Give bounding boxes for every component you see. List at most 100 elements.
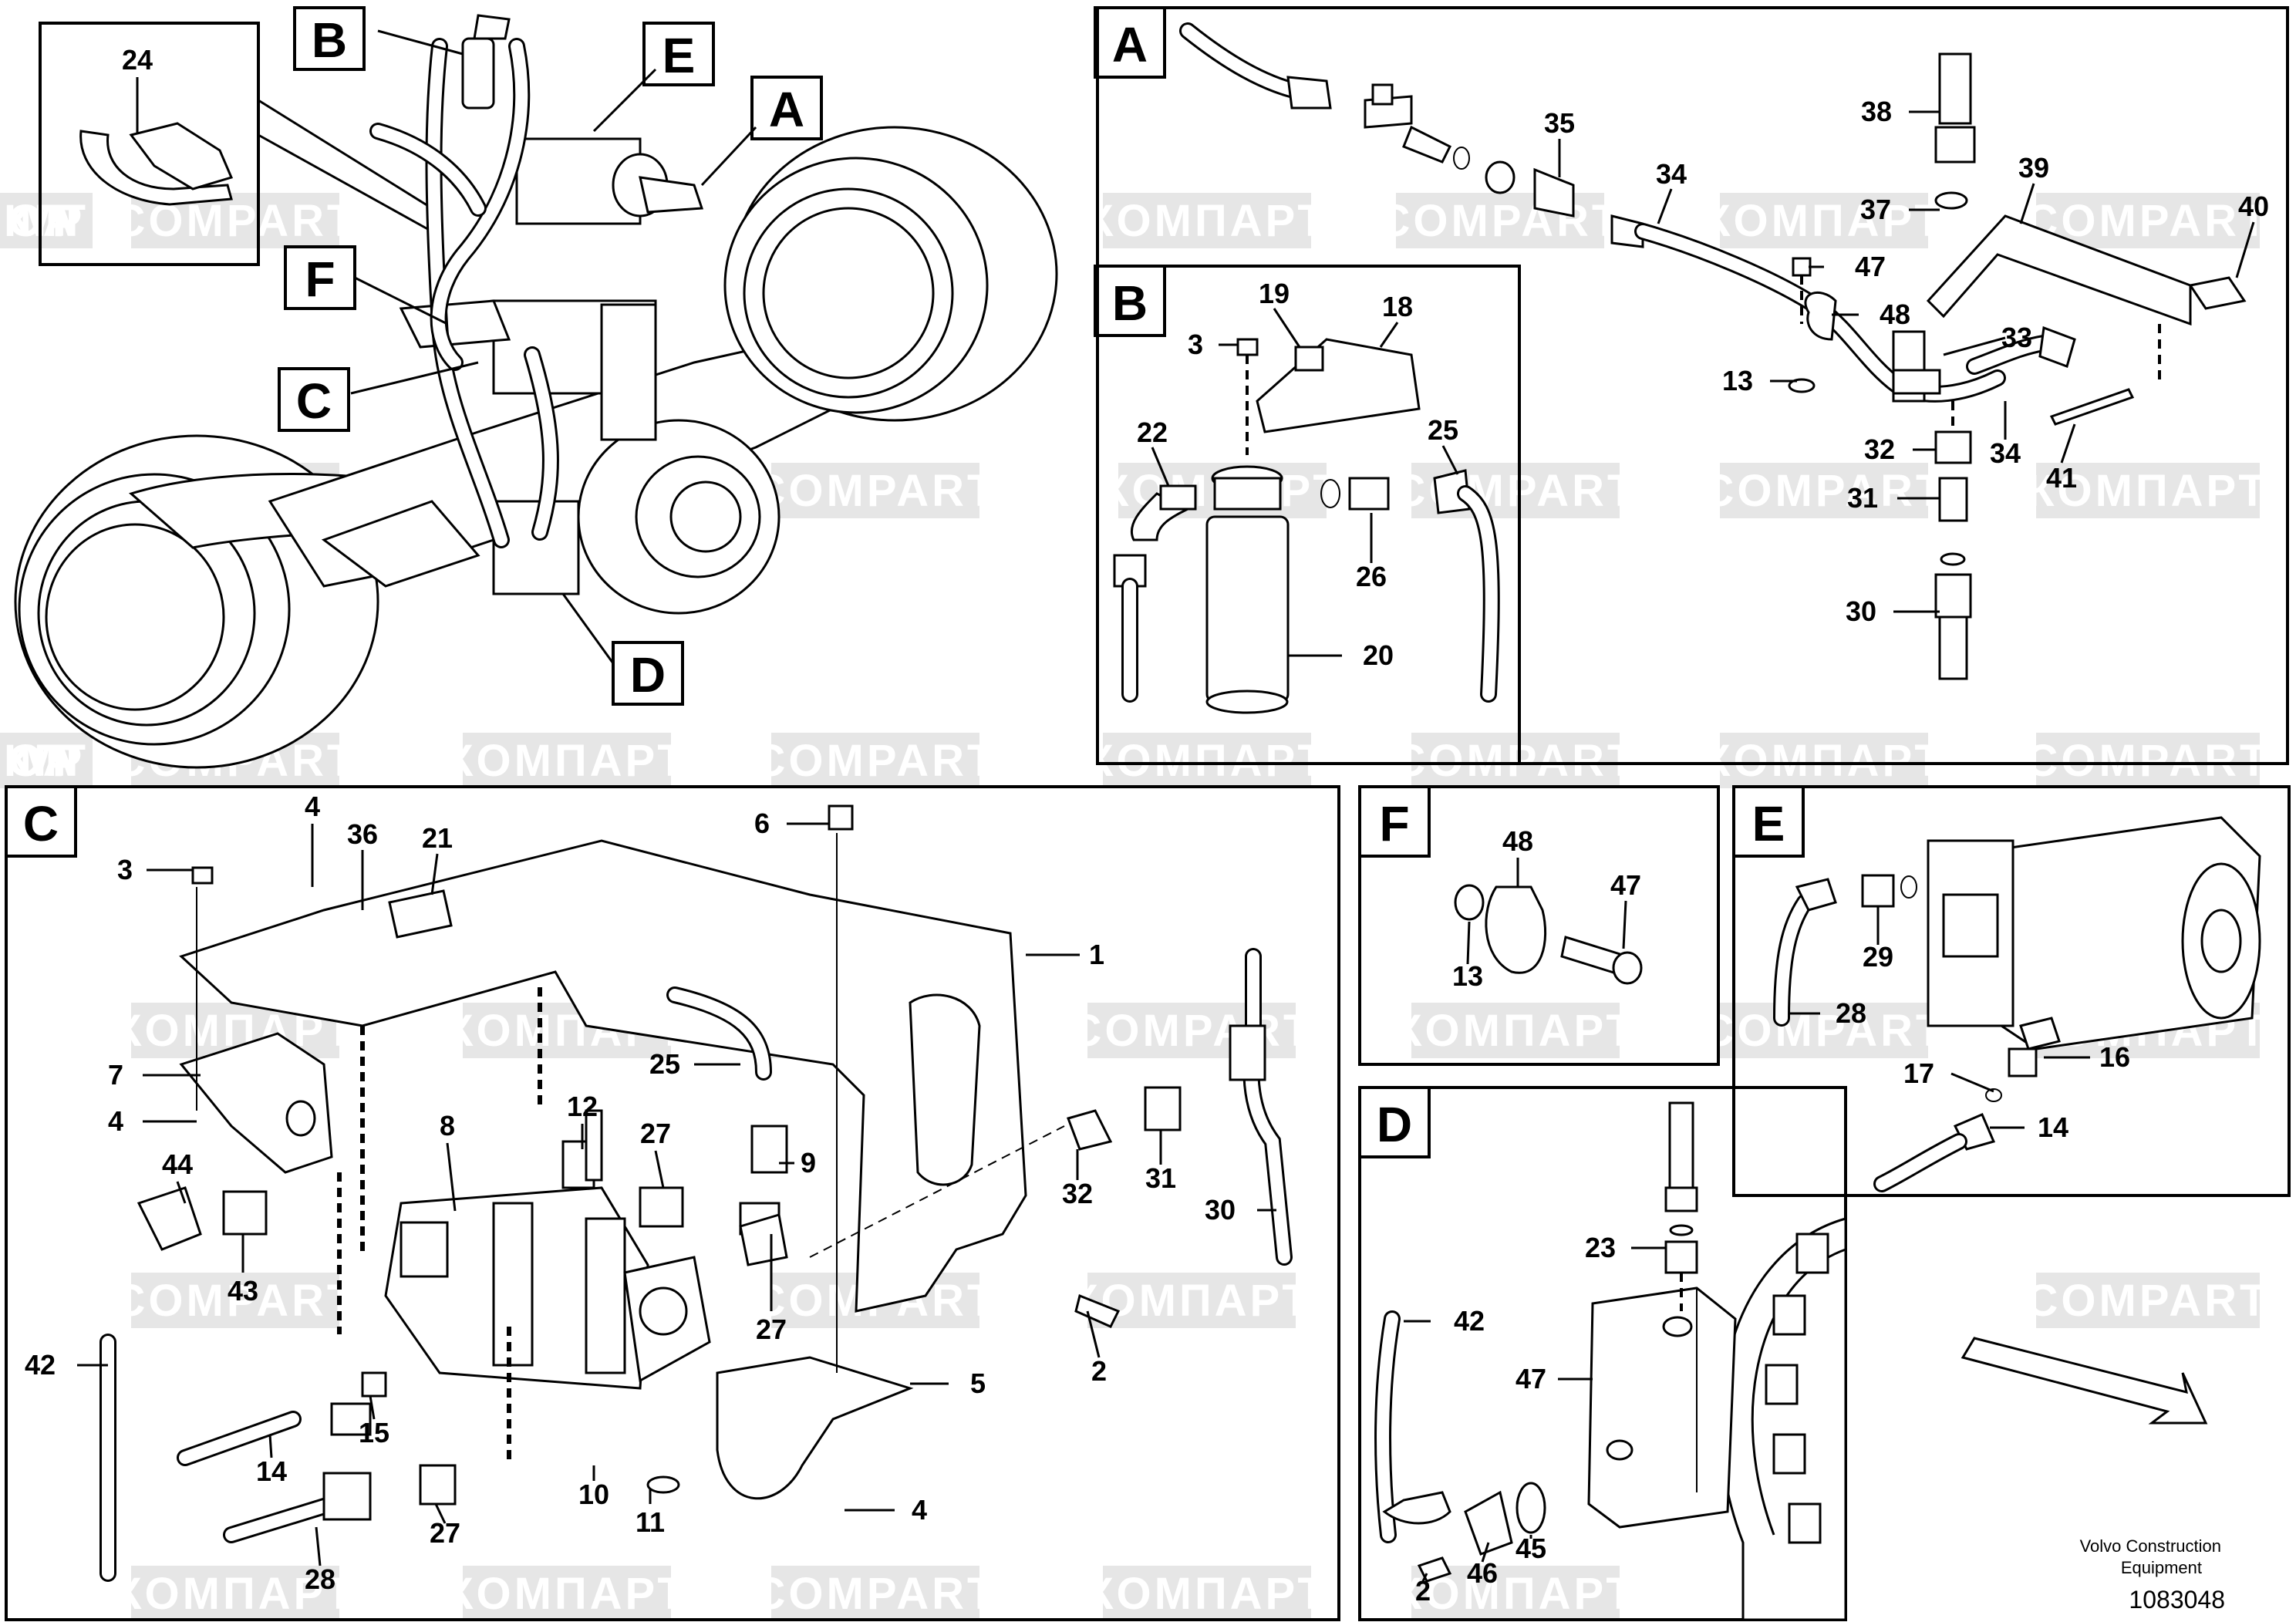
overview-label-box-d: [612, 641, 684, 706]
view-c-callout: 31: [1145, 1162, 1176, 1194]
view-c-callout: 3: [117, 854, 133, 885]
view-c-callout: 27: [640, 1118, 671, 1149]
view-e-callout: 28: [1836, 997, 1866, 1029]
view-e-label-box: [1732, 785, 1805, 858]
callout-leader: [654, 1150, 665, 1189]
view-c-callout: 36: [347, 818, 378, 850]
callout-leader: [1481, 1542, 1490, 1563]
view-b-callout: 18: [1382, 291, 1413, 322]
view-f-callout: 48: [1502, 825, 1533, 857]
watermark-band-bg: [771, 733, 979, 788]
watermark-text: КОМПАРТ: [446, 1569, 688, 1619]
view-a-callout: 48: [1880, 298, 1910, 330]
watermark-band: COMPART: [1394, 463, 1634, 518]
callout-leader: [1379, 322, 1399, 348]
watermark-band-bg: [1087, 1273, 1296, 1328]
watermark-band-bg: [1411, 1003, 1620, 1058]
watermark-band: COMPART: [1378, 193, 1623, 248]
overview-label-box-e: [642, 22, 715, 86]
watermark-band-bg: [0, 193, 93, 248]
view-e-callout: 14: [2038, 1111, 2068, 1143]
callout-leader: [434, 1503, 447, 1524]
view-c-callout: 28: [305, 1563, 335, 1595]
watermark-band-bg: [1411, 733, 1620, 788]
view-a-callout: 13: [1722, 365, 1753, 396]
view-c-callout: 7: [108, 1059, 123, 1091]
watermark-band-bg: [1103, 1566, 1311, 1621]
view-c-callout: 8: [440, 1110, 455, 1141]
watermark-band: КОМПАРТ: [1086, 193, 1325, 248]
watermark-band: COMPART: [1702, 1003, 1947, 1058]
view-c-callout: 4: [108, 1105, 123, 1137]
view-a-label-box: [1094, 6, 1166, 79]
watermark-band-bg: [2036, 193, 2260, 248]
view-a-callout: 39: [2018, 152, 2049, 184]
callout-leader: [1950, 1072, 1994, 1093]
callout-leader: [268, 1434, 273, 1458]
bracket-39: [1926, 214, 2192, 326]
watermark-band-bg: [771, 1566, 979, 1621]
bracket-18: [1256, 338, 1421, 433]
watermark-band: КОМПАРТ: [1394, 1003, 1633, 1058]
view-a-callout: 47: [1855, 251, 1886, 282]
watermark-text: COMPART: [1394, 736, 1638, 786]
view-c-callout: 30: [1205, 1194, 1236, 1226]
filter-canister-overview: [461, 37, 495, 110]
watermark-band: COMPART: [2026, 733, 2267, 788]
callout-leader: [176, 1181, 187, 1204]
watermark-band: КОМПАРТ: [2027, 463, 2266, 518]
watermark-band-bg: [1720, 193, 1928, 248]
watermark-band-bg: [0, 733, 93, 788]
view-c-callout: 15: [359, 1417, 389, 1448]
overview-label-e: E: [663, 28, 696, 83]
watermark-text: COMPART: [754, 736, 998, 786]
view-c-title: C: [23, 796, 59, 851]
watermark-text: COMPART: [1702, 466, 1947, 516]
watermark-text: COMPART: [1070, 1006, 1314, 1056]
view-f-callout: 47: [1610, 869, 1641, 901]
watermark-band: COMPART: [113, 1273, 358, 1328]
watermark-text: КОМПАРТ: [1703, 196, 1945, 246]
view-c-callout: 12: [567, 1091, 598, 1122]
watermark-text: КОМПАРТ: [1703, 736, 1945, 786]
view-a-callout: 34: [1990, 437, 2021, 469]
view-e-callout: 16: [2099, 1041, 2130, 1073]
watermark-text: COMPART: [113, 1276, 358, 1326]
clamp-48: [1485, 885, 1547, 974]
overview-callout: 24: [122, 44, 153, 76]
overview-label-d: D: [630, 647, 666, 703]
watermark-text: КОМПАРТ: [446, 736, 688, 786]
view-e-callout: 17: [1903, 1057, 1934, 1089]
view-f-label-box: [1358, 785, 1431, 858]
view-d-callout: 23: [1585, 1232, 1616, 1263]
view-c-frame: [5, 785, 1340, 1621]
drawing-number: 1083048: [2129, 1586, 2225, 1614]
callout-leader: [369, 1395, 376, 1420]
view-a-callout: 31: [1847, 482, 1878, 514]
watermark-band: COMPART: [754, 733, 998, 788]
view-c: C: [5, 785, 1340, 1621]
overview-label-box-b: [293, 6, 366, 71]
callout-leader: [1622, 900, 1627, 949]
filter-element-20: [1205, 515, 1290, 703]
callout-leader: [2019, 183, 2035, 224]
overview-label-b: B: [312, 12, 347, 68]
view-c-callout: 14: [256, 1455, 287, 1487]
view-c-callout: 27: [756, 1313, 787, 1345]
watermark-band-bg: [463, 733, 671, 788]
watermark-band: КОМПАРТ: [446, 733, 688, 788]
view-f-callout: 13: [1452, 960, 1483, 992]
view-a-callout: 30: [1846, 595, 1876, 627]
watermark-text: COMPART: [1702, 1006, 1947, 1056]
view-c-callout: 4: [305, 791, 320, 822]
view-a-callout: 41: [2046, 462, 2077, 494]
view-e: E: [1732, 785, 2291, 1197]
view-a-callout: 40: [2238, 191, 2269, 222]
leader-b: [377, 29, 464, 56]
watermark-text: COMPART: [1378, 196, 1623, 246]
watermark-band: COMPART: [1394, 733, 1638, 788]
watermark-band: COMPART: [1702, 463, 1947, 518]
watermark-text: COMPART: [2026, 1276, 2271, 1326]
view-c-callout: 27: [430, 1517, 460, 1549]
callout-leader: [1086, 1310, 1101, 1358]
